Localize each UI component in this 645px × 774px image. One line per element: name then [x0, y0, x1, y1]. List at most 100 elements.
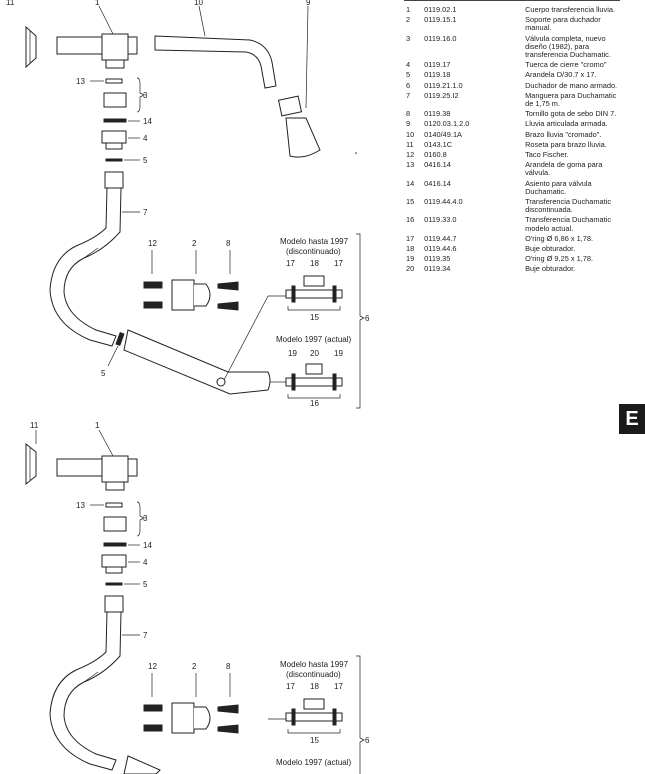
part-number: 15: [406, 197, 415, 207]
callout-3b: 3: [143, 514, 148, 523]
part-15-transfer: [285, 275, 343, 303]
part-code: 0119.44.7: [424, 233, 457, 243]
part-code: 0119.18: [424, 70, 451, 80]
part-code: 0119.21.1.0: [424, 80, 463, 90]
label-modelo-actual-top: Modelo 1997 (actual): [276, 335, 351, 344]
part-2-holder: [171, 279, 211, 311]
part-number: 13: [406, 160, 415, 170]
callout-8b: 8: [226, 662, 231, 671]
callout-19a: 19: [288, 349, 297, 358]
part-code: 0119.17: [424, 60, 451, 70]
parts-row: 4 0119.17 Tuerca de cierre "cromo": [404, 59, 626, 69]
callout-20: 20: [310, 349, 319, 358]
part-number: 3: [406, 33, 411, 43]
parts-row: 14 0416.14 Asiento para válvula Duchamatic…: [404, 178, 626, 196]
parts-row: 16 0119.33.0 Transferencia Duchamatic mode…: [404, 214, 626, 233]
callout-2: 2: [192, 239, 197, 248]
part-code: 0119.38: [424, 109, 451, 119]
part-8-screws: [217, 281, 239, 311]
callout-15b: 15: [310, 736, 319, 745]
part-number: 9: [406, 119, 411, 129]
part-code: 0416.14: [424, 178, 451, 188]
callout-13b: 13: [76, 501, 85, 510]
part-7-hose-b: [49, 595, 124, 771]
part-10-arm: [154, 35, 277, 89]
part-description: Cuerpo transferencia lluvia.: [525, 5, 616, 14]
part-description: Buje obturador.: [525, 264, 576, 274]
callout-14: 14: [143, 117, 152, 126]
callout-6: 6: [365, 314, 370, 323]
label-modelo-actual-bottom: Modelo 1997 (actual): [276, 758, 351, 767]
part-number: 17: [406, 233, 415, 243]
callout-10: 10: [194, 0, 203, 7]
part-code: 0119.44.4.0: [424, 197, 463, 207]
callout-5: 5: [143, 156, 148, 165]
callout-1: 1: [95, 0, 100, 7]
callout-13: 13: [76, 77, 85, 86]
assembly-bottom: 11 1 13 3 14 4 5 7 12 2: [25, 421, 370, 774]
parts-row: 17 0119.44.7 O'ring Ø 6,86 x 1,78.: [404, 233, 626, 243]
label-modelo-hasta-top: Modelo hasta 1997: [280, 237, 349, 246]
part-1-body: [56, 33, 138, 69]
parts-row: 3 0119.16.0 Válvula completa, nuevo diseño…: [404, 33, 626, 60]
callout-15: 15: [310, 313, 319, 322]
part-description: Lluvia articulada armada.: [525, 119, 608, 129]
parts-row: 18 0119.44.6 Buje obturador.: [404, 243, 626, 253]
part-number: 14: [406, 178, 415, 188]
part-code: 0119.16.0: [424, 33, 457, 43]
label-modelo-hasta-bottom: Modelo hasta 1997: [280, 660, 349, 669]
label-discontinuado-bottom: (discontinuado): [286, 670, 341, 679]
part-7-hose: [49, 171, 124, 347]
part-description: O'ring Ø 9,25 x 1,78.: [525, 254, 594, 264]
part-code: 0119.34: [424, 264, 451, 274]
callout-11: 11: [6, 0, 15, 7]
part-12-plugs: [143, 281, 163, 309]
part-1-body-b: [56, 455, 138, 491]
callout-1b: 1: [95, 421, 100, 430]
callout-5b: 5: [101, 369, 106, 378]
exploded-parts-diagram: 11 1 10 9 13 3 14: [6, 0, 370, 774]
part-code: 0119.02.1: [424, 5, 457, 14]
part-description: Válvula completa, nuevo diseño (1982), p…: [525, 33, 611, 60]
part-number: 19: [406, 254, 415, 264]
part-description: Transferencia Duchamatic modelo actual.: [525, 215, 612, 233]
part-code: 0160.8: [424, 150, 447, 160]
callout-17d: 17: [334, 682, 343, 691]
part-code: 0119.44.6: [424, 244, 457, 254]
part-description: O'ring Ø 6,86 x 1,78.: [525, 233, 594, 243]
part-number: 4: [406, 60, 411, 70]
part-description: Manguera para Duchamatic de 1,75 m.: [525, 90, 617, 109]
part-11-rosette: [25, 25, 37, 69]
callout-5c: 5: [143, 580, 148, 589]
part-number: 18: [406, 244, 415, 254]
part-description: Duchador de mano armado.: [525, 80, 618, 90]
part-code: 0119.25.I2: [424, 90, 459, 100]
parts-row: 13 0416.14 Arandela de goma para válvula.: [404, 159, 626, 178]
part-number: 10: [406, 129, 415, 139]
part-description: Tuerca de cierre "cromo": [525, 60, 607, 70]
callout-7b: 7: [143, 631, 148, 640]
part-description: Taco Fischer.: [525, 150, 569, 160]
callout-17c: 17: [286, 682, 295, 691]
part-number: 11: [406, 139, 414, 149]
callout-12: 12: [148, 239, 157, 248]
part-number: 6: [406, 80, 411, 90]
part-number: 16: [406, 215, 415, 225]
part-code: 0119.15.1: [424, 15, 457, 25]
part-description: Asiento para válvula Duchamatic.: [525, 178, 592, 196]
part-description: Arandela de goma para válvula.: [525, 160, 603, 178]
part-description: Buje obturador.: [525, 244, 576, 254]
part-number: 2: [406, 15, 411, 25]
part-code: 0416.14: [424, 160, 451, 170]
part-code: 0119.33.0: [424, 215, 457, 225]
